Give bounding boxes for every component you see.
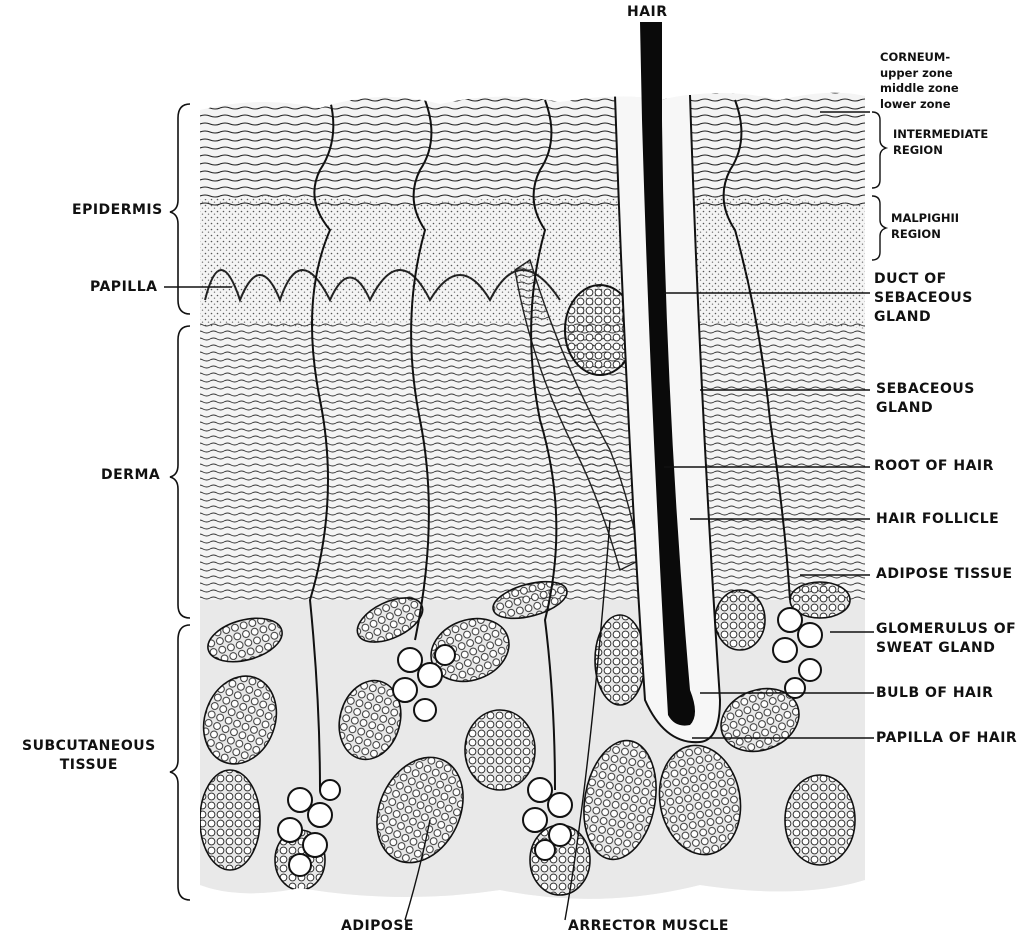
label-duct-line3: GLAND xyxy=(874,308,973,327)
label-lower-zone: lower zone xyxy=(880,97,959,113)
label-malpighii-line2: REGION xyxy=(891,227,959,243)
label-hair: HAIR xyxy=(627,4,668,21)
label-malpighii-region: MALPIGHII REGION xyxy=(891,211,959,242)
label-duct-line1: DUCT OF xyxy=(874,270,973,289)
label-root-of-hair: ROOT OF HAIR xyxy=(874,458,994,475)
label-hair-follicle: HAIR FOLLICLE xyxy=(876,511,999,528)
label-intermediate-region: INTERMEDIATE REGION xyxy=(893,127,988,158)
label-bulb-of-hair: BULB OF HAIR xyxy=(876,685,993,702)
label-corneum-title: CORNEUM- xyxy=(880,50,959,66)
label-duct-line2: SEBACEOUS xyxy=(874,289,973,308)
label-intermediate-line1: INTERMEDIATE xyxy=(893,127,988,143)
left-brackets xyxy=(170,104,190,900)
label-glomerulus-of-sweat-gland: GLOMERULUS OF SWEAT GLAND xyxy=(876,620,1016,658)
label-adipose: ADIPOSE xyxy=(341,918,414,935)
dermis-layer xyxy=(195,320,875,610)
label-subcutaneous-line1: SUBCUTANEOUS xyxy=(22,737,156,756)
label-upper-zone: upper zone xyxy=(880,66,959,82)
label-arrector-muscle: ARRECTOR MUSCLE xyxy=(568,918,729,935)
right-brackets xyxy=(872,112,886,260)
label-papilla: PAPILLA xyxy=(90,279,157,296)
label-papilla-of-hair: PAPILLA OF HAIR xyxy=(876,730,1017,747)
label-duct-of-sebaceous-gland: DUCT OF SEBACEOUS GLAND xyxy=(874,270,973,327)
label-sebaceous-line2: GLAND xyxy=(876,399,975,418)
label-epidermis: EPIDERMIS xyxy=(72,202,163,219)
label-glomerulus-line2: SWEAT GLAND xyxy=(876,639,1016,658)
label-corneum: CORNEUM- upper zone middle zone lower zo… xyxy=(880,50,959,112)
label-intermediate-line2: REGION xyxy=(893,143,988,159)
label-sebaceous-line1: SEBACEOUS xyxy=(876,380,975,399)
label-middle-zone: middle zone xyxy=(880,81,959,97)
label-subcutaneous-tissue: SUBCUTANEOUS TISSUE xyxy=(22,737,156,775)
label-glomerulus-line1: GLOMERULUS OF xyxy=(876,620,1016,639)
corneum-layer xyxy=(195,80,875,210)
tissue-block xyxy=(192,80,875,910)
label-subcutaneous-line2: TISSUE xyxy=(22,756,156,775)
label-adipose-tissue: ADIPOSE TISSUE xyxy=(876,566,1013,583)
label-malpighii-line1: MALPIGHII xyxy=(891,211,959,227)
label-derma: DERMA xyxy=(101,467,160,484)
label-sebaceous-gland: SEBACEOUS GLAND xyxy=(876,380,975,418)
